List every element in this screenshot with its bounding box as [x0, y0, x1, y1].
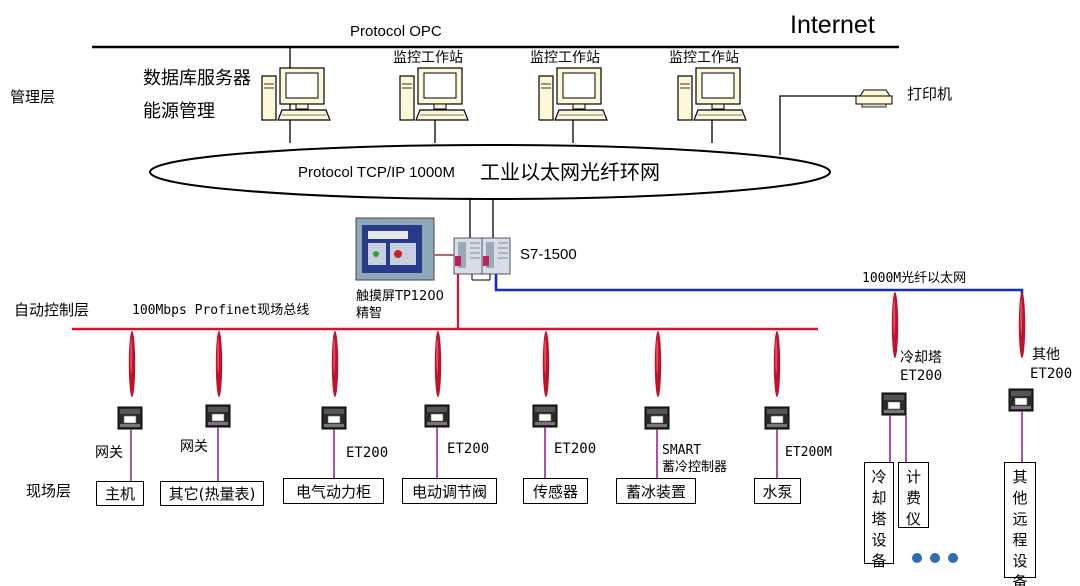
station-label: 网关 [95, 445, 123, 461]
touchscreen-hmi-icon [355, 217, 435, 281]
io-module-icon [644, 406, 670, 430]
remote-label-2: ET200 [900, 368, 943, 384]
station-label: SMART [662, 443, 702, 458]
remote-device-box: 计费仪 [898, 462, 929, 528]
device-box: 电气动力柜 [283, 478, 384, 504]
management-layer-label: 管理层 [10, 88, 56, 106]
protocol-opc-label: Protocol OPC [350, 23, 442, 40]
workstation-computer-icon [261, 67, 331, 121]
device-box: 电动调节阀 [402, 478, 497, 504]
io-module-icon [117, 406, 143, 430]
workstation-label: 监控工作站 [669, 50, 739, 66]
energy-mgmt-label: 能源管理 [143, 101, 215, 122]
station-label: ET200 [346, 445, 389, 461]
db-server-label: 数据库服务器 [143, 68, 251, 89]
device-box: 主机 [96, 481, 144, 506]
device-box: 传感器 [523, 478, 588, 504]
station-label: ET200 [447, 441, 490, 457]
ring-protocol-label: Protocol TCP/IP 1000M [298, 164, 456, 181]
workstation-label: 监控工作站 [393, 50, 463, 66]
remote-device-box: 冷却塔设备 [864, 462, 894, 570]
station-label-2: 蓄冷控制器 [662, 460, 728, 475]
remote-label-2: ET200 [1030, 366, 1073, 382]
remote-device-box: 其他远程设备 [1004, 462, 1036, 586]
hmi-label-2: 精智 [356, 306, 383, 321]
auto-layer-label: 自动控制层 [14, 301, 90, 319]
fiber-antenna-icon [891, 292, 899, 358]
io-module-icon [532, 404, 558, 428]
fiber-antenna-icon [128, 331, 136, 397]
remote-label: 冷却塔 [900, 350, 942, 366]
hmi-label: 触摸屏TP1200 [356, 289, 444, 304]
device-box: 水泵 [754, 478, 801, 504]
plc-label: S7-1500 [520, 246, 577, 263]
field-layer-label: 现场层 [26, 482, 72, 500]
station-label: 网关 [180, 439, 208, 455]
plc-icon [453, 237, 511, 281]
station-label: ET200 [554, 441, 597, 457]
profinet-bus-label: 100Mbps Profinet现场总线 [132, 303, 310, 318]
internet-label: Internet [790, 11, 875, 39]
device-box: 其它(热量表) [160, 481, 264, 506]
ellipsis-dots-icon [912, 553, 958, 563]
ring-name-label: 工业以太网光纤环网 [480, 160, 660, 184]
fiber-antenna-icon [331, 331, 339, 397]
workstation-computer-icon [677, 67, 747, 121]
station-label: ET200M [785, 445, 832, 460]
io-module-icon [205, 404, 231, 428]
fiber-antenna-icon [434, 331, 442, 397]
fiber-antenna-icon [542, 331, 550, 397]
io-module-icon [321, 406, 347, 430]
fiber-antenna-icon [1018, 292, 1026, 358]
fiber-antenna-icon [215, 331, 223, 397]
workstation-computer-icon [399, 67, 469, 121]
fiber-ethernet-label: 1000M光纤以太网 [862, 271, 967, 286]
io-module-icon [764, 406, 790, 430]
printer-icon [855, 89, 893, 108]
io-module-icon [1008, 388, 1034, 412]
device-box: 蓄冰装置 [616, 478, 696, 504]
fiber-antenna-icon [654, 331, 662, 397]
io-module-icon [881, 392, 907, 416]
io-module-icon [424, 404, 450, 428]
workstation-computer-icon [538, 67, 608, 121]
workstation-label: 监控工作站 [530, 50, 600, 66]
remote-label: 其他 [1032, 347, 1060, 363]
printer-label: 打印机 [907, 85, 953, 103]
fiber-antenna-icon [773, 331, 781, 397]
